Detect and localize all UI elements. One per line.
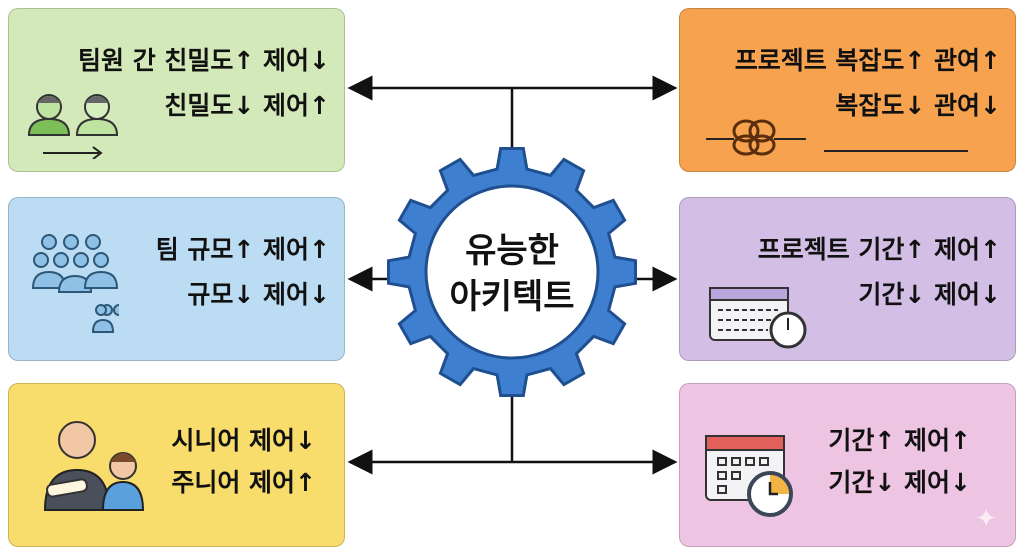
box-seniority: 시니어 제어↓ 주니어 제어↑ [8,383,345,547]
box-line2: 기간↓ 제어↓ [858,280,1001,309]
box-line2: 주니어 제어↑ [171,468,316,497]
box-duration: 프로젝트 기간↑ 제어↑ 기간↓ 제어↓ [679,197,1016,361]
calendar-clock-icon [705,435,793,517]
center-title-line1: 유능한 [465,231,559,271]
box-line1: 프로젝트 기간↑ 제어↑ [757,235,1001,264]
knot-icon [706,119,968,156]
calendar-stopwatch-icon [709,287,807,349]
crowd-icon [31,234,119,333]
box-line1: 팀원 간 친밀도↑ 제어↓ [77,46,330,75]
center-title-line2: 아키텍트 [449,277,575,317]
box-line1: 시니어 제어↓ [171,426,316,455]
box-line2: 친밀도↓ 제어↑ [164,91,330,120]
senior-junior-icon [43,421,145,511]
box-line2: 기간↓ 제어↓ [828,468,971,497]
box-line2: 규모↓ 제어↓ [187,280,330,309]
two-people-icon [27,94,119,159]
box-line1: 프로젝트 복잡도↑ 관여↑ [734,46,1001,75]
center-title: 유능한 아키텍트 [412,228,612,320]
box-line1: 팀 규모↑ 제어↑ [155,235,330,264]
box-duration2: 기간↑ 제어↑ 기간↓ 제어↓ ✦ [679,383,1016,547]
box-intimacy: 팀원 간 친밀도↑ 제어↓ 친밀도↓ 제어↑ [8,8,345,172]
box-line1: 기간↑ 제어↑ [828,426,971,455]
sparkle-icon: ✦ [975,504,997,534]
box-line2: 복잡도↓ 관여↓ [835,91,1001,120]
box-team-size: 팀 규모↑ 제어↑ 규모↓ 제어↓ [8,197,345,361]
box-complexity: 프로젝트 복잡도↑ 관여↑ 복잡도↓ 관여↓ [679,8,1016,172]
